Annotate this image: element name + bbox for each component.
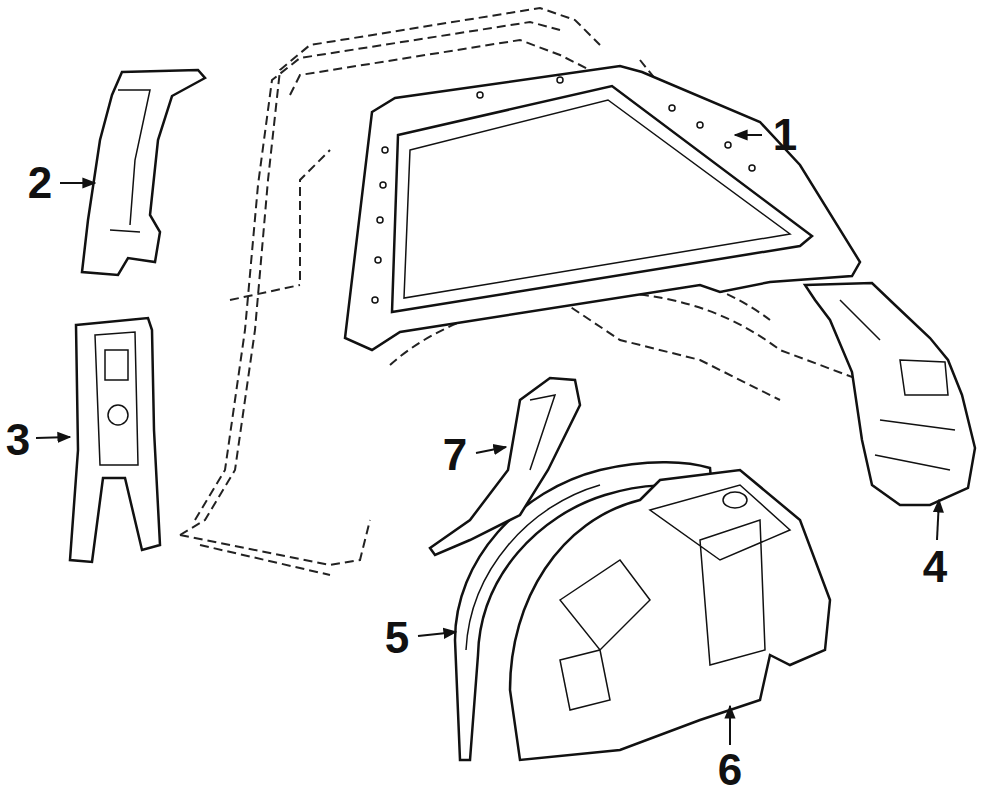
callout-number: 1	[773, 113, 797, 157]
inner-wheelhouse	[510, 470, 830, 760]
leader-lines	[36, 135, 939, 745]
window-frame	[345, 66, 860, 350]
callout-number: 3	[6, 418, 30, 462]
rear-extension	[805, 283, 975, 505]
callout-number: 6	[718, 748, 742, 792]
pillar-lower	[70, 318, 160, 562]
callout-number: 2	[28, 161, 52, 205]
callout-number: 7	[443, 433, 467, 477]
pillar-upper	[82, 70, 205, 275]
callout-number: 4	[923, 545, 947, 589]
callout-number: 5	[385, 616, 409, 660]
bracket	[430, 378, 580, 555]
